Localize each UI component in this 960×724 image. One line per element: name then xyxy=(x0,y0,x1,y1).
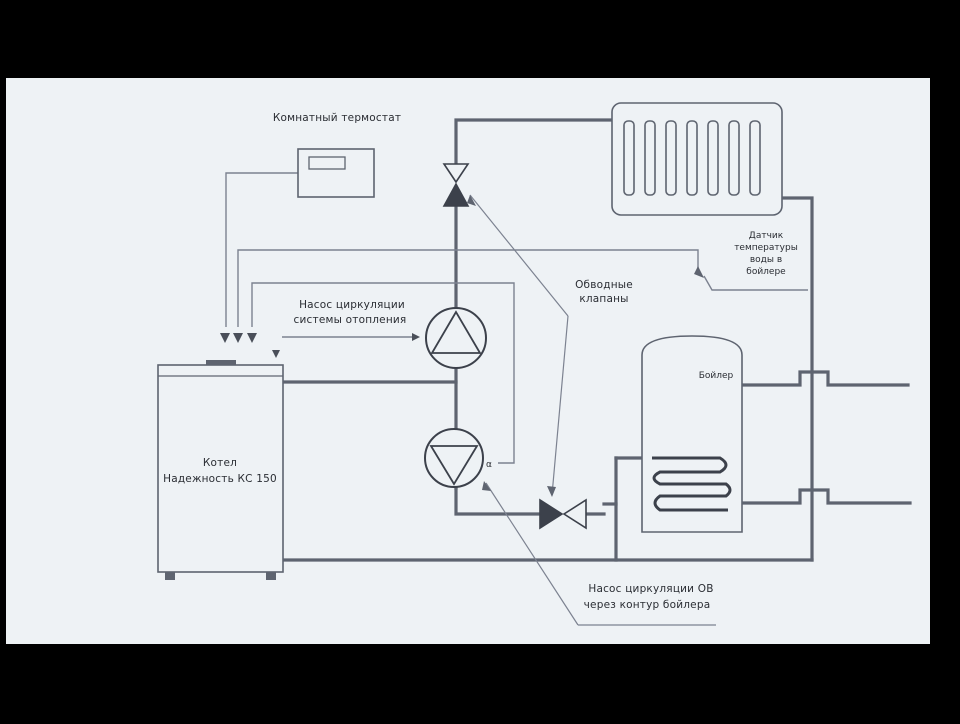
room-thermostat-label: Комнатный термостат xyxy=(273,112,401,124)
leader-bottom-valve xyxy=(551,315,569,496)
dhw-pump-wire xyxy=(251,282,515,464)
bottom-valve-icon xyxy=(539,498,587,530)
boiler-terminals xyxy=(220,333,420,358)
coil-icon xyxy=(652,456,732,512)
leader-top-valve xyxy=(469,194,569,317)
tank-sensor-label-line3: воды в xyxy=(750,255,782,265)
dhw-pump-label-line2: через контур бойлера xyxy=(584,599,711,611)
boiler-label-line2: Надежность КС 150 xyxy=(163,473,277,485)
boiler-tank-icon xyxy=(641,335,743,533)
pump-to-valve-pipe xyxy=(454,486,542,516)
boiler-tank-label: Бойлер xyxy=(699,371,734,381)
hot-water-outlet-pipe xyxy=(740,370,910,387)
tank-sensor-label-line1: Датчик xyxy=(749,231,784,241)
heating-pump-label-line1: Насос циркуляции xyxy=(299,299,405,311)
cold-water-inlet-pipe xyxy=(740,488,912,505)
boiler-label-line1: Котел xyxy=(203,457,237,469)
boiler-icon xyxy=(157,360,284,580)
radiator-supply-pipe xyxy=(454,118,614,166)
leader-lines xyxy=(467,194,716,626)
tank-sensor-label-line4: бойлере xyxy=(746,267,786,277)
sensor-wire xyxy=(237,249,699,327)
sensor-lead xyxy=(703,275,808,291)
heating-pump-icon xyxy=(425,307,487,369)
dhw-pump-label-line1: Насос циркуляции ОВ xyxy=(588,583,713,595)
heating-pump-label-line2: системы отопления xyxy=(294,314,407,326)
dhw-pump-icon: α xyxy=(424,428,492,488)
leader-dhw-pump xyxy=(485,482,579,626)
radiator-return-pipe xyxy=(778,196,814,562)
pump-terminal-mark: α xyxy=(486,460,492,470)
radiator-icon xyxy=(611,102,783,216)
thermostat-wire xyxy=(225,172,298,327)
tank-sensor-label-line2: температуры xyxy=(734,243,798,253)
valves-label-line2: клапаны xyxy=(579,293,628,305)
top-valve-icon xyxy=(442,163,470,207)
control-wires xyxy=(225,172,808,464)
valves-label-line1: Обводные xyxy=(575,279,633,291)
thermostat-icon xyxy=(297,148,375,198)
sensor-icon xyxy=(694,266,704,278)
